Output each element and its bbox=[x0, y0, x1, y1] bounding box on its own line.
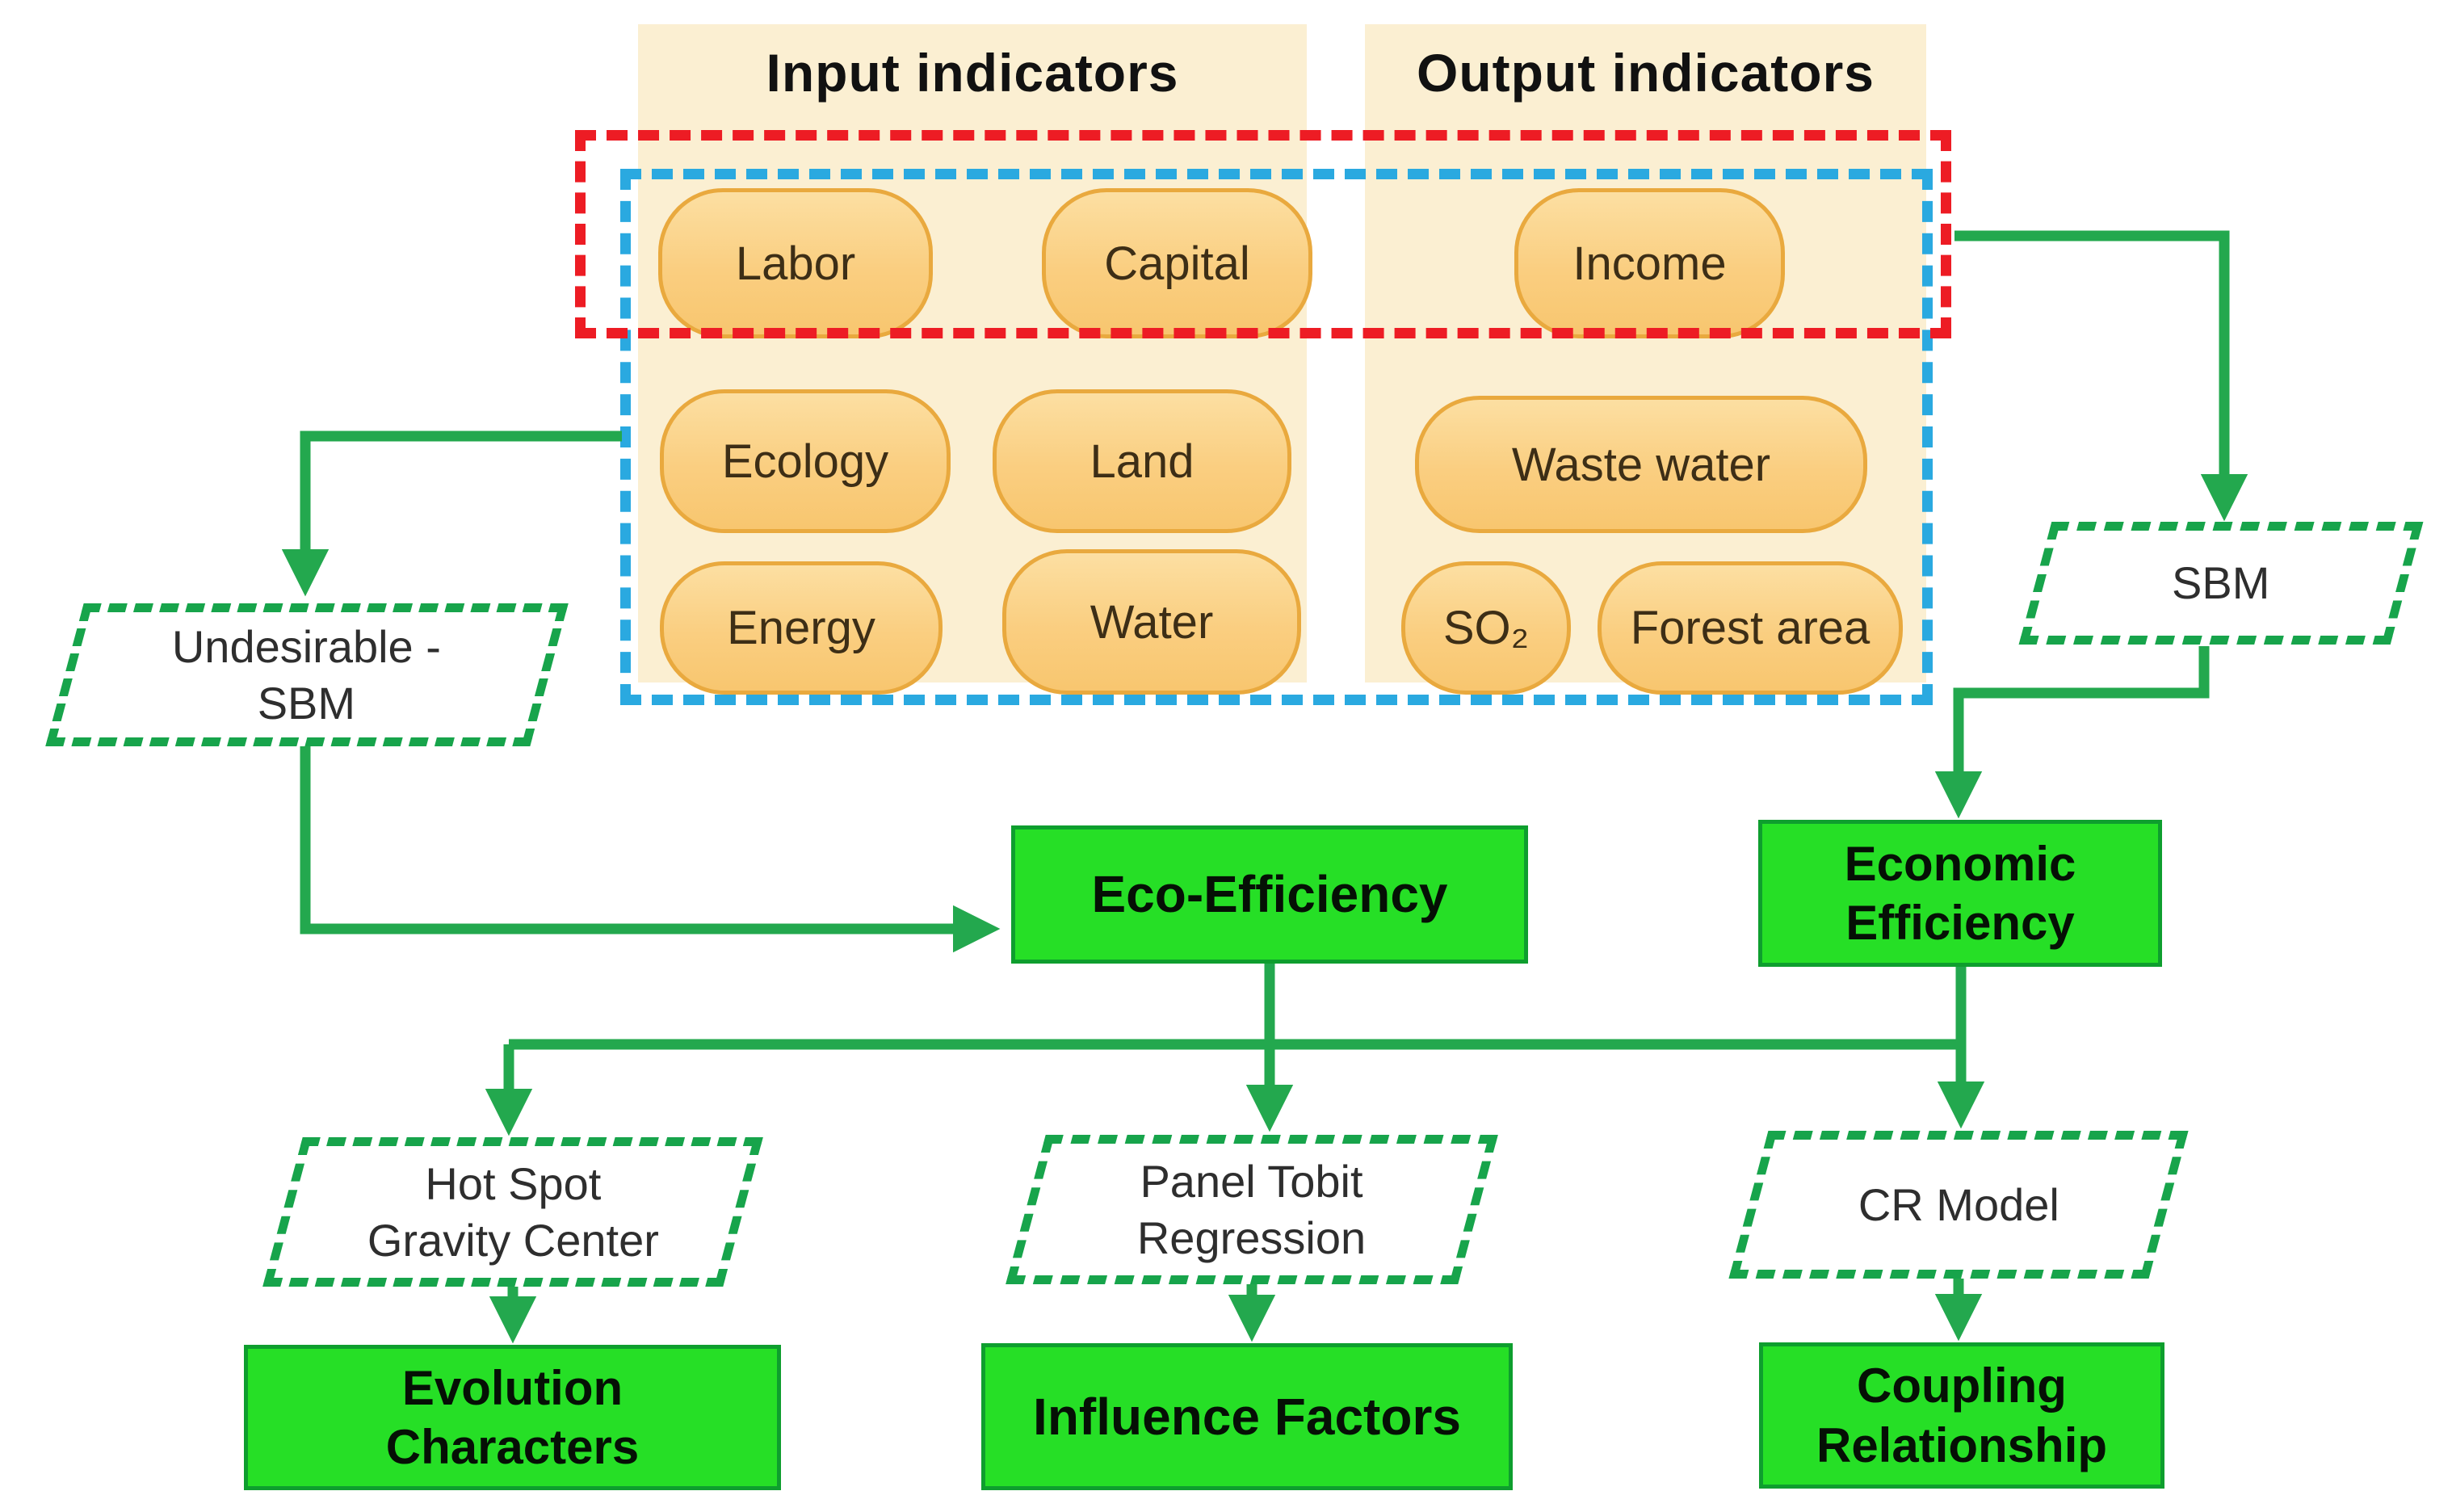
indicator-ecology: Ecology bbox=[660, 389, 951, 533]
method-undesirable-sbm-line2: SBM bbox=[258, 677, 356, 729]
method-sbm: SBM bbox=[2018, 522, 2424, 645]
indicator-waste-water: Waste water bbox=[1415, 396, 1867, 533]
result-coupling-relationship: Coupling Relationship bbox=[1759, 1342, 2164, 1489]
result-evolution-characters: Evolution Characters bbox=[244, 1345, 781, 1490]
result-eco-efficiency: Eco-Efficiency bbox=[1011, 825, 1528, 964]
indicator-water: Water bbox=[1002, 549, 1301, 695]
output-indicators-header: Output indicators bbox=[1417, 43, 1875, 103]
result-economic-efficiency-line1: Economic bbox=[1844, 836, 2076, 891]
result-eco-efficiency-label: Eco-Efficiency bbox=[1091, 865, 1448, 924]
indicator-land: Land bbox=[993, 389, 1291, 533]
method-hot-spot-line2: Gravity Center bbox=[367, 1214, 659, 1266]
method-undesirable-sbm-line1: Undesirable - bbox=[172, 620, 442, 672]
result-coupling-relationship-line1: Coupling bbox=[1857, 1359, 2067, 1413]
result-evolution-characters-line2: Characters bbox=[385, 1420, 640, 1474]
method-cr-model: CR Model bbox=[1728, 1131, 2189, 1279]
indicator-energy: Energy bbox=[660, 561, 943, 695]
method-panel-tobit-line1: Panel Tobit bbox=[1140, 1155, 1364, 1207]
method-hot-spot-line1: Hot Spot bbox=[425, 1157, 601, 1209]
indicator-forest-area: Forest area bbox=[1598, 561, 1903, 695]
economic-indicators-group-box bbox=[575, 130, 1951, 338]
result-coupling-relationship-line2: Relationship bbox=[1816, 1418, 2108, 1472]
method-undesirable-sbm: Undesirable - SBM bbox=[45, 603, 569, 746]
method-panel-tobit-line2: Regression bbox=[1137, 1212, 1367, 1263]
indicator-so2: SO₂ bbox=[1401, 561, 1571, 695]
method-cr-model-label: CR Model bbox=[1858, 1178, 2059, 1230]
method-sbm-label: SBM bbox=[2172, 557, 2270, 608]
all-indicators-group-box bbox=[620, 169, 1933, 705]
method-hot-spot-gravity-center: Hot Spot Gravity Center bbox=[262, 1137, 763, 1287]
input-indicators-header: Input indicators bbox=[766, 43, 1179, 103]
indicator-income: Income bbox=[1514, 188, 1785, 338]
result-economic-efficiency: Economic Efficiency bbox=[1758, 820, 2162, 967]
result-evolution-characters-line1: Evolution bbox=[401, 1360, 623, 1415]
result-economic-efficiency-line2: Efficiency bbox=[1845, 896, 2075, 950]
result-influence-factors: Influence Factors bbox=[981, 1343, 1513, 1490]
method-panel-tobit-regression: Panel Tobit Regression bbox=[1006, 1135, 1498, 1284]
result-influence-factors-label: Influence Factors bbox=[1033, 1387, 1461, 1446]
